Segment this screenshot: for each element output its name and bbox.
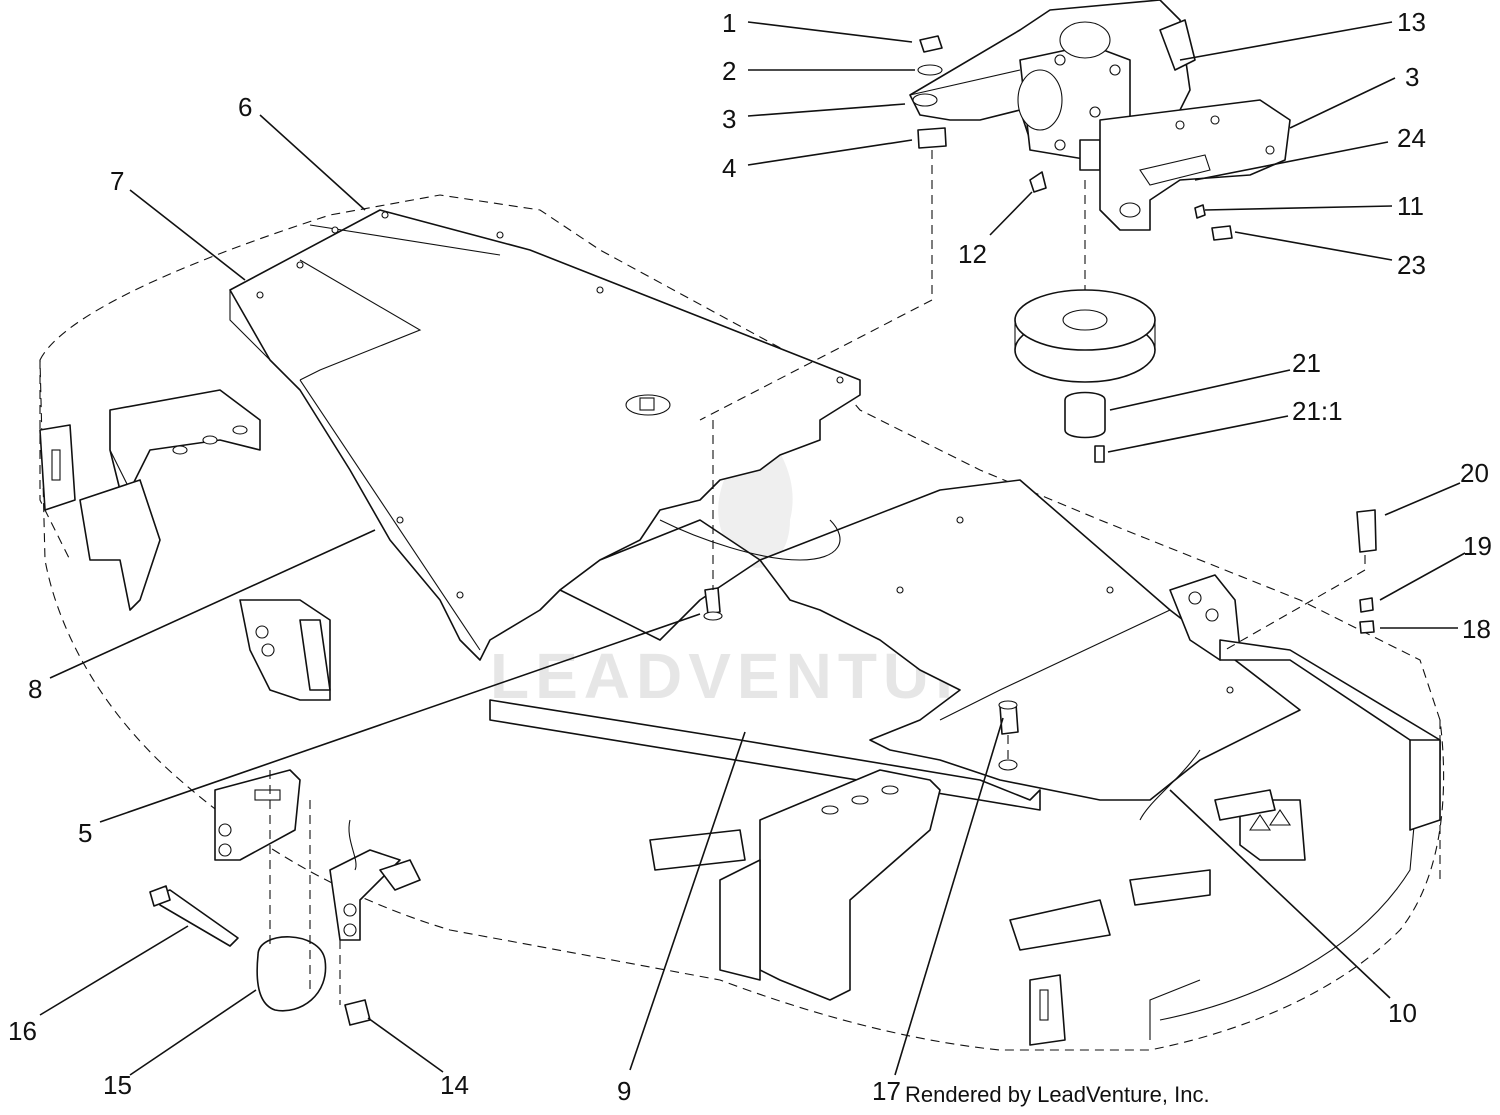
callout-21-1: 21:1	[1292, 396, 1343, 426]
callout-18: 18	[1462, 614, 1491, 644]
callout-labels: 1 2 3 3 4 5 6 7 8 9 10 11 12 13 14 15 16…	[8, 7, 1492, 1106]
callout-23: 23	[1397, 250, 1426, 280]
front-left-bracket	[214, 769, 421, 941]
callout-3-hardware: 3	[722, 104, 736, 134]
callout-5: 5	[78, 818, 92, 848]
footer-credit: Rendered by LeadVenture, Inc.	[905, 1082, 1210, 1107]
callout-10: 10	[1388, 998, 1417, 1028]
front-wheel-hardware	[149, 770, 371, 1026]
callout-16: 16	[8, 1016, 37, 1046]
right-hardware	[1224, 509, 1377, 651]
callout-8: 8	[28, 674, 42, 704]
bolts	[703, 420, 1019, 771]
callout-21: 21	[1292, 348, 1321, 378]
gearbox-mount-bracket	[1029, 99, 1291, 241]
callout-4: 4	[722, 153, 736, 183]
callout-13: 13	[1397, 7, 1426, 37]
leader-lines	[39, 21, 1466, 1076]
center-front-bracket	[719, 769, 941, 1001]
callout-9: 9	[617, 1076, 631, 1106]
callout-1: 1	[722, 8, 736, 38]
callout-12: 12	[958, 239, 987, 269]
callout-17: 17	[872, 1076, 901, 1106]
callout-14: 14	[440, 1070, 469, 1100]
deck-cover-plate	[229, 209, 861, 661]
hardware-stack	[699, 35, 947, 421]
callout-24: 24	[1397, 123, 1426, 153]
callout-2: 2	[722, 56, 736, 86]
callout-19: 19	[1463, 531, 1492, 561]
callout-6: 6	[238, 92, 252, 122]
callout-15: 15	[103, 1070, 132, 1100]
right-cover-plate	[759, 479, 1301, 801]
pulley-assembly	[1014, 180, 1156, 463]
callout-11: 11	[1397, 191, 1424, 221]
callout-3-bracket: 3	[1405, 62, 1419, 92]
callout-7: 7	[110, 166, 124, 196]
callout-20: 20	[1460, 458, 1489, 488]
left-bracket-assemblies	[39, 389, 331, 701]
